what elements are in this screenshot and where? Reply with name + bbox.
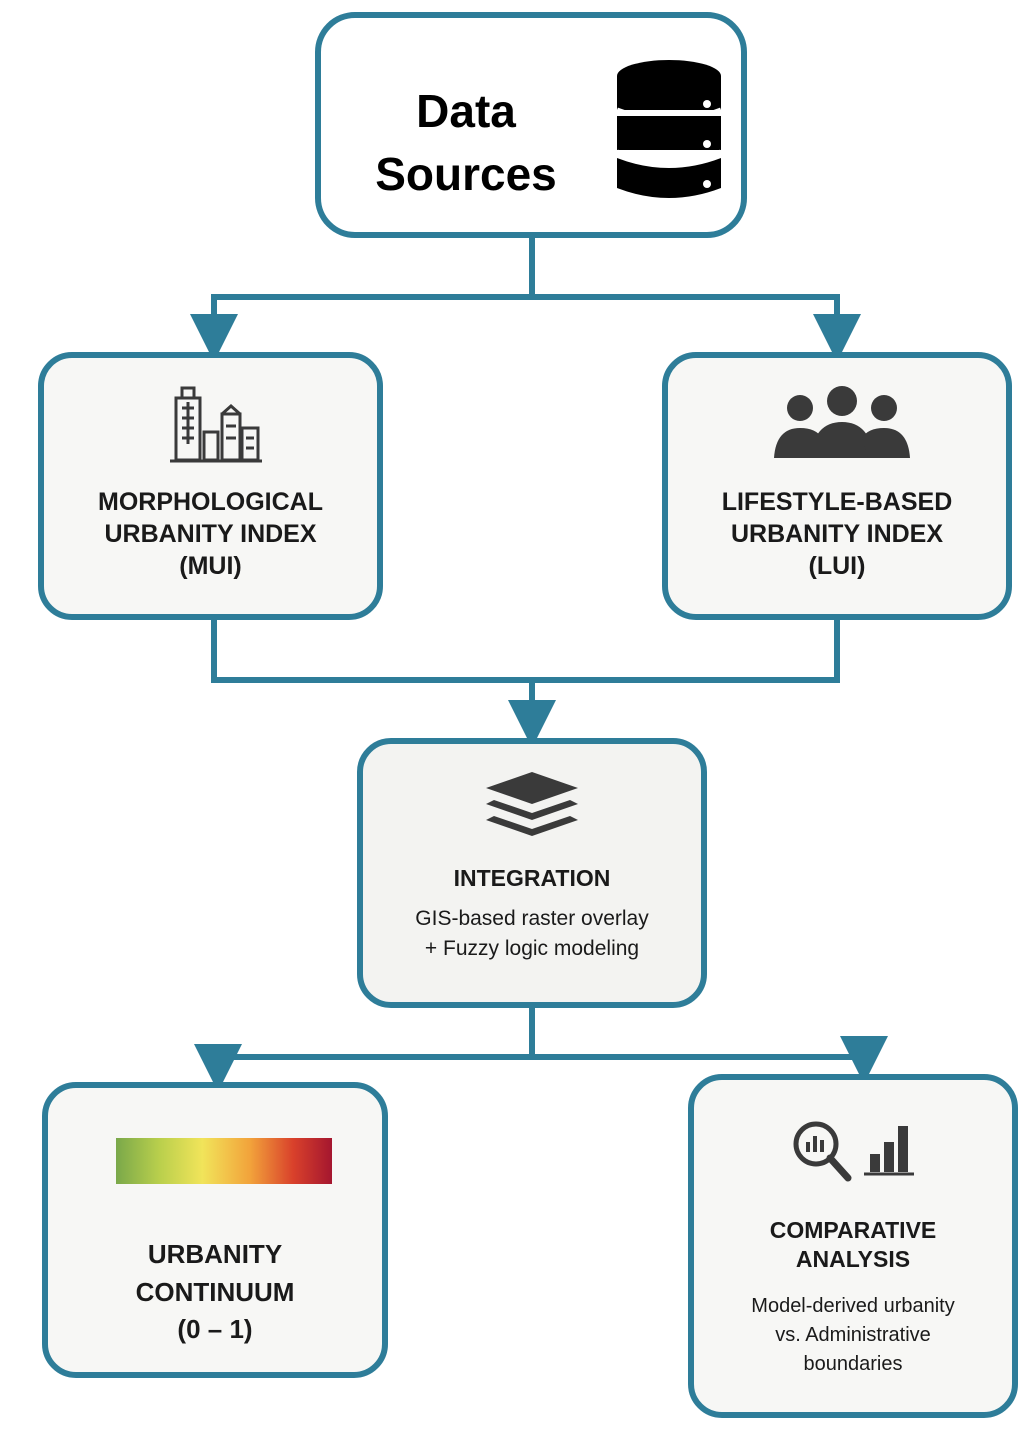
- mui-node: MORPHOLOGICAL URBANITY INDEX (MUI): [38, 352, 383, 620]
- lui-label: LIFESTYLE-BASED URBANITY INDEX (LUI): [668, 486, 1006, 582]
- comparative-desc-line1: Model-derived urbanity: [751, 1295, 955, 1317]
- comparative-title: COMPARATIVE ANALYSIS: [694, 1216, 1012, 1275]
- data-sources-node: Data Sources: [315, 12, 747, 238]
- continuum-label-line1: URBANITY: [147, 1239, 283, 1269]
- continuum-label-line3: (0 – 1): [177, 1314, 253, 1345]
- comparative-title-line1: COMPARATIVE: [769, 1217, 937, 1243]
- continuum-label: URBANITY CONTINUUM (0 – 1): [48, 1236, 382, 1349]
- mui-label-line1: MORPHOLOGICAL: [98, 488, 323, 516]
- comparative-node: COMPARATIVE ANALYSIS Model-derived urban…: [688, 1074, 1018, 1418]
- magnifier-chart-icon: [788, 1116, 928, 1192]
- lui-label-line1: LIFESTYLE-BASED: [721, 488, 953, 516]
- edge-data-to-lui: [529, 294, 861, 362]
- integration-node: INTEGRATION GIS-based raster overlay + F…: [357, 738, 707, 1008]
- integration-desc-line2: + Fuzzy logic modeling: [424, 937, 640, 961]
- integration-title: INTEGRATION: [453, 865, 611, 891]
- data-sources-title: Data Sources: [361, 80, 571, 207]
- comparative-description: Model-derived urbanity vs. Administrativ…: [694, 1292, 1012, 1379]
- comparative-desc-line3: boundaries: [803, 1353, 903, 1375]
- lui-label-line3: (LUI): [808, 552, 866, 580]
- mui-label: MORPHOLOGICAL URBANITY INDEX (MUI): [44, 486, 377, 582]
- database-icon: [613, 58, 725, 206]
- people-icon: [772, 386, 912, 466]
- edge-mui-to-integration: [211, 617, 840, 683]
- comparative-desc-line2: vs. Administrative: [775, 1324, 931, 1346]
- edge-integration-to-comparative: [529, 1036, 888, 1084]
- lui-label-line2: URBANITY INDEX: [730, 520, 944, 548]
- edge-integration-to-continuum: [194, 1005, 535, 1092]
- layers-icon: [480, 770, 584, 846]
- gradient-bar: [116, 1138, 332, 1184]
- comparative-title-line2: ANALYSIS: [795, 1246, 911, 1273]
- edge-data-to-mui: [190, 235, 535, 362]
- continuum-node: URBANITY CONTINUUM (0 – 1): [42, 1082, 388, 1378]
- integration-desc-line1: GIS-based raster overlay: [415, 907, 649, 930]
- buildings-icon: [168, 384, 264, 464]
- data-sources-title-line1: Data: [416, 85, 516, 137]
- mui-label-line3: (MUI): [179, 552, 242, 580]
- data-sources-title-line2: Sources: [375, 148, 557, 201]
- mui-label-line2: URBANITY INDEX: [104, 520, 317, 548]
- integration-description: GIS-based raster overlay + Fuzzy logic m…: [363, 904, 701, 965]
- continuum-label-line2: CONTINUUM: [135, 1276, 295, 1307]
- lui-node: LIFESTYLE-BASED URBANITY INDEX (LUI): [662, 352, 1012, 620]
